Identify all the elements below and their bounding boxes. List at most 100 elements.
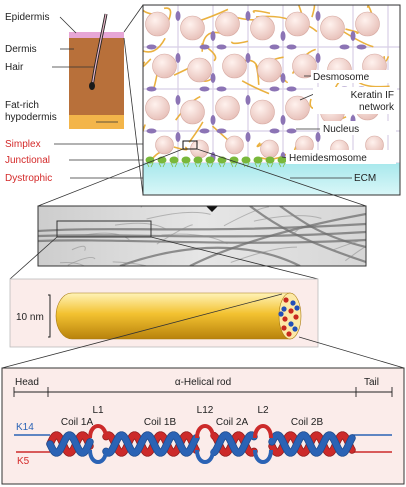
nucleus (152, 53, 177, 79)
desmosome (269, 128, 280, 134)
keratin-bundle (241, 80, 270, 95)
micrograph-filament (279, 206, 366, 249)
zoom-box (182, 140, 198, 150)
label-dystrophic: Dystrophic (5, 173, 52, 184)
hemidesmosome (145, 156, 155, 164)
micrograph-filament (38, 230, 366, 238)
label-l12: L12 (197, 405, 214, 416)
label-coil-2a: Coil 2A (216, 417, 249, 428)
keratin-bundle (345, 28, 359, 34)
desmosome (175, 53, 181, 63)
subunit-dot (278, 311, 284, 317)
filament-zoom-box (56, 220, 152, 238)
nucleus (285, 95, 310, 121)
label-epidermis: Epidermis (5, 12, 49, 23)
desmosome (245, 53, 251, 63)
domain-panel: Head α-Helical rod Tail K14 K5 Coil 1A L… (1, 367, 405, 485)
nucleus (250, 99, 275, 125)
desmosome (216, 128, 227, 134)
label-junctional: Junctional (5, 155, 50, 166)
k14-coil (103, 432, 199, 456)
subunit-dot (286, 331, 292, 337)
desmosome (269, 44, 280, 50)
anchoring-fibril (254, 162, 262, 168)
desmosome (175, 95, 181, 105)
label-simplex: Simplex (5, 139, 41, 150)
label-coil-1b: Coil 1B (144, 417, 177, 428)
micrograph-filament (59, 262, 86, 266)
subunit-dot (281, 325, 287, 331)
subunit-dot (288, 321, 294, 327)
desmosome (175, 132, 181, 142)
hemidesmosome (169, 156, 179, 164)
hemidesmosome-layer (145, 156, 287, 168)
label-k5: K5 (17, 456, 30, 467)
nucleus (250, 15, 275, 41)
label-nucleus: Nucleus (323, 124, 359, 135)
linker-loop-bottom (253, 449, 273, 464)
linker-loop-bottom (88, 449, 108, 464)
micrograph-filament (161, 233, 228, 245)
desmosome (199, 86, 210, 92)
label-l1: L1 (92, 405, 104, 416)
subunit-dot (294, 305, 300, 311)
desmosome (315, 132, 321, 142)
linker-loop-top (195, 424, 215, 439)
anchoring-fibril (158, 162, 166, 168)
subunit-dot (290, 300, 296, 306)
label-keratin-1: Keratin IF (351, 90, 394, 101)
k14-coil (211, 432, 257, 456)
k14-coil (269, 432, 355, 456)
micrograph-filament (112, 261, 149, 266)
desmosome (146, 86, 157, 92)
desmosome (199, 44, 210, 50)
anchoring-fibril (266, 162, 274, 168)
desmosome (245, 11, 251, 21)
hemidesmosome (265, 156, 275, 164)
desmosome (245, 95, 251, 105)
label-hypodermis-1: Fat-rich (5, 100, 39, 111)
desmosome (315, 53, 321, 63)
micrograph-filament (230, 246, 297, 263)
hemidesmosome (277, 156, 287, 164)
label-hypodermis-2: hypodermis (5, 112, 57, 123)
linker-loop-top (88, 424, 108, 439)
anchoring-fibril (194, 162, 202, 168)
desmosome (175, 11, 181, 21)
desmosome (216, 86, 227, 92)
nucleus (155, 135, 174, 155)
nucleus (292, 53, 317, 79)
electron-micrograph (37, 205, 367, 267)
cross-section-dots (278, 297, 300, 337)
micrograph-filament (249, 206, 366, 264)
nucleus (145, 95, 170, 121)
micrograph-filament (84, 232, 130, 241)
nucleus (257, 57, 282, 83)
k5-coil (47, 432, 93, 456)
hemidesmosome (193, 156, 203, 164)
desmosome (146, 44, 157, 50)
hemidesmosome (229, 156, 239, 164)
nucleus (180, 99, 205, 125)
label-dermis: Dermis (5, 44, 37, 55)
micrograph-filament (67, 256, 96, 266)
label-tail: Tail (364, 377, 379, 388)
keratin-bundle (173, 146, 188, 151)
skin-schematic (69, 13, 124, 129)
desmosome (210, 115, 216, 125)
label-keratin-2: network (359, 102, 395, 113)
micrograph-filament (146, 211, 211, 220)
subunit-dot (281, 306, 287, 312)
label-rod: α-Helical rod (175, 377, 231, 388)
keratin-bundle (252, 9, 271, 15)
keratin-bundle (260, 152, 289, 160)
desmosome (280, 115, 286, 125)
nucleus (260, 139, 279, 159)
subunit-dot (283, 297, 289, 303)
desmosome (286, 128, 297, 134)
nucleus (222, 53, 247, 79)
keratin-bundle (188, 121, 204, 143)
coiled-coil-dimer (14, 424, 392, 464)
micrograph-filament (71, 245, 86, 251)
anchoring-fibril (230, 162, 238, 168)
